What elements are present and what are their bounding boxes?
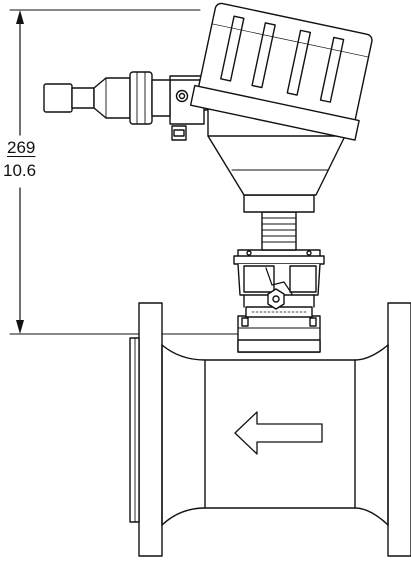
arrowhead-bottom [16, 320, 24, 334]
flowmeter-pipe-body [130, 303, 411, 556]
dimension-value-in: 10.6 [3, 161, 37, 180]
mounting-adapter [238, 307, 320, 352]
extension-neck [244, 195, 314, 250]
transmitter-housing [170, 76, 345, 195]
dimension-value-mm: 269 [7, 138, 36, 157]
screw-icon [177, 91, 188, 102]
cable-plug [44, 72, 170, 124]
housing-cover [191, 1, 377, 140]
left-flange [139, 303, 162, 556]
fitting-block [234, 250, 324, 309]
right-flange [388, 303, 411, 556]
flow-arrow-icon [235, 412, 322, 454]
dimension-line [10, 10, 238, 334]
lock-nut-icon [268, 289, 284, 309]
arrowhead-top [16, 10, 24, 24]
